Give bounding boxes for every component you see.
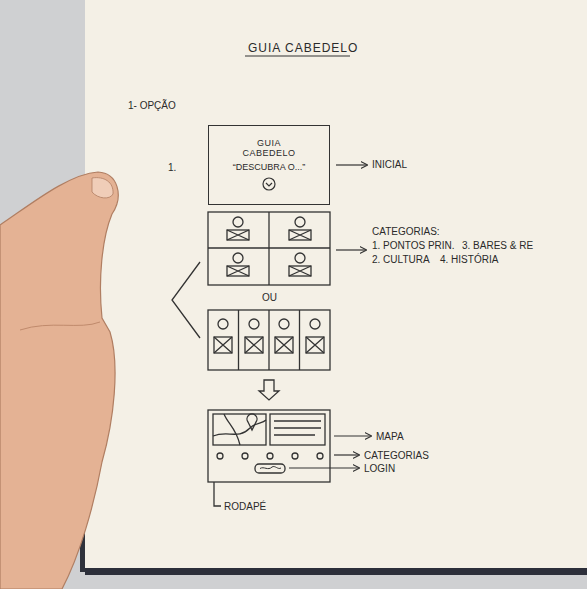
leader-arrows — [289, 165, 371, 468]
alternative-note: OU — [262, 292, 277, 303]
screen-slogan: “DESCUBRA O...” — [233, 162, 306, 172]
option-heading: 1- OPÇÃO — [128, 100, 176, 111]
page-title: GUIA CABEDELO — [248, 42, 358, 55]
notebook-edge — [85, 568, 587, 575]
category-heading: CATEGORIAS: — [372, 226, 440, 237]
screen-note: INICIAL — [372, 159, 407, 170]
scroll-icon — [262, 177, 276, 191]
category-item: 4. HISTÓRIA — [440, 254, 498, 265]
hand — [0, 172, 118, 589]
notebook-page — [85, 0, 587, 570]
part-note: LOGIN — [364, 463, 395, 474]
wireframes — [172, 212, 330, 506]
category-item: 2. CULTURA — [372, 254, 430, 265]
screen-box: GUIA CABEDELO “DESCUBRA O...” — [208, 125, 330, 205]
step-number: 1. — [168, 162, 176, 173]
category-item: 1. PONTOS PRIN. — [372, 240, 455, 251]
screen-title: GUIA CABEDELO — [239, 138, 299, 159]
title-underline — [245, 55, 350, 56]
part-note: MAPA — [376, 431, 404, 442]
part-note: RODAPÉ — [224, 501, 266, 512]
category-item: 3. BARES & RE — [462, 240, 533, 251]
part-note: CATEGORIAS — [364, 450, 429, 461]
